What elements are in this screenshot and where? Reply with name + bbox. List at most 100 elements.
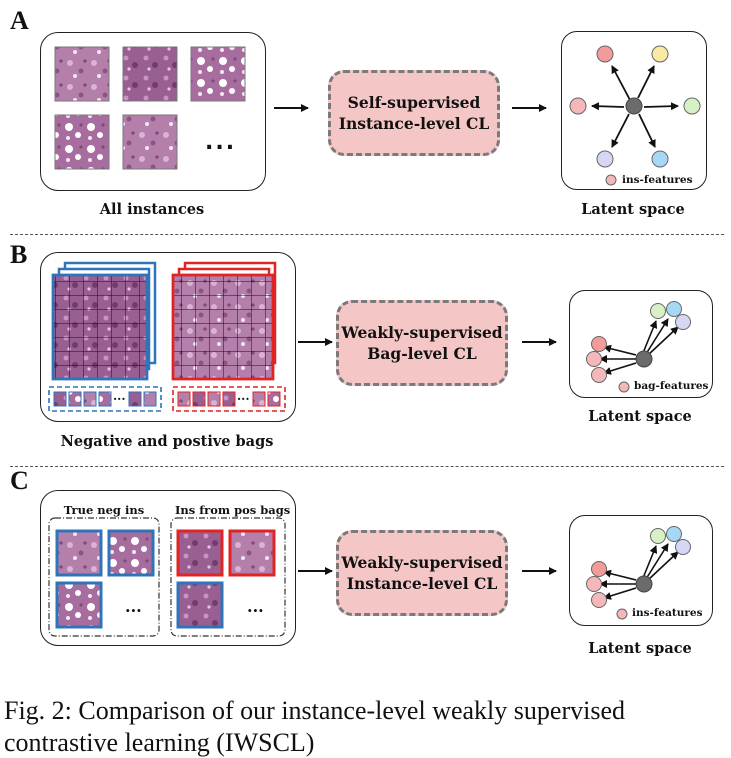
edge	[603, 569, 637, 581]
panel-c-latent-box: ins-features	[569, 515, 713, 626]
node-pink	[586, 351, 602, 367]
panel-b-letter: B	[10, 240, 28, 269]
edge	[591, 102, 625, 111]
panel-a-input-caption: All instances	[99, 201, 205, 218]
ellipsis: ...	[247, 597, 264, 616]
separator	[10, 466, 724, 467]
node-red	[591, 561, 607, 577]
edge	[642, 545, 658, 579]
panel-c-method-box: Weakly-supervised Instance-level CL	[336, 530, 508, 616]
node-blue	[666, 301, 682, 317]
pos-group-label: Ins from pos bags	[175, 503, 291, 517]
edge	[603, 362, 637, 375]
method-line1: Self-supervised	[347, 93, 481, 112]
panel-c-instances-box: True neg ins Ins from pos bags ... ...	[40, 490, 296, 646]
panel-b-bags-box: ... ...	[40, 252, 296, 422]
negative-strip	[48, 386, 162, 412]
edge	[603, 587, 637, 600]
node-center	[635, 575, 653, 593]
node-pink	[586, 576, 602, 592]
node-red	[596, 45, 614, 63]
node-red	[591, 336, 607, 352]
panel-a-letter: A	[10, 6, 29, 35]
instance-tile	[54, 46, 110, 102]
instance-tiles	[54, 46, 246, 170]
legend-label: ins-features	[622, 174, 693, 186]
edge	[647, 326, 679, 356]
latent-graph	[586, 526, 691, 620]
positive-strip	[172, 386, 286, 412]
panel-c-latent-caption: Latent space	[588, 640, 692, 657]
instance-tile	[122, 114, 178, 170]
legend-label: ins-features	[632, 607, 703, 619]
legend-label: bag-features	[634, 380, 709, 392]
panel-a-instances-box: ...	[40, 32, 266, 191]
ellipsis: ...	[113, 389, 126, 403]
node-blue	[666, 526, 682, 542]
method-line2: Instance-level CL	[346, 574, 498, 593]
legend-dot	[616, 608, 628, 620]
separator	[10, 234, 724, 235]
positive-bag-stack	[171, 261, 277, 381]
neg-tile	[55, 529, 103, 577]
arrow-right-icon	[522, 338, 557, 346]
instance-tile	[190, 46, 246, 102]
neg-group	[48, 517, 160, 637]
neg-tile	[55, 581, 103, 629]
edge	[643, 102, 679, 111]
instance-tile	[54, 114, 110, 170]
node-center	[635, 350, 653, 368]
panel-b-latent-caption: Latent space	[588, 408, 692, 425]
arrow-right-icon	[274, 104, 309, 112]
ellipsis: ...	[237, 389, 250, 403]
latent-graph	[586, 301, 691, 393]
legend-dot	[618, 381, 630, 393]
node-yellow	[651, 45, 669, 63]
edge	[642, 320, 658, 354]
neg-tile	[107, 529, 155, 577]
edge	[611, 113, 630, 148]
panel-b-input-caption: Negative and postive bags	[60, 433, 274, 450]
node-lavender	[596, 150, 614, 168]
pos-group	[170, 517, 286, 637]
neg-group-label: True neg ins	[63, 503, 145, 517]
arrow-right-icon	[298, 567, 333, 575]
node-pink	[569, 97, 587, 115]
figure-caption-line1: Fig. 2: Comparison of our instance-level…	[4, 696, 625, 725]
node-green	[650, 303, 666, 319]
legend-dot	[605, 174, 617, 186]
method-line2: Bag-level CL	[367, 344, 477, 363]
node-green	[683, 97, 701, 115]
instance-groups	[48, 517, 286, 637]
ellipsis: ...	[125, 597, 142, 616]
panel-c-letter: C	[10, 466, 29, 495]
node-lavender	[675, 314, 691, 330]
node-pink	[591, 592, 607, 608]
edge	[637, 65, 655, 99]
negative-bag-stack	[51, 261, 157, 381]
edge	[647, 551, 679, 581]
panel-a-latent-caption: Latent space	[581, 201, 685, 218]
pos-tile	[228, 529, 276, 577]
pos-tile	[176, 581, 224, 629]
edge	[638, 113, 656, 148]
node-center	[625, 97, 643, 115]
figure-caption-line2: contrastive learning (IWSCL)	[4, 728, 315, 757]
method-line1: Weakly-supervised	[341, 553, 503, 572]
edge	[645, 318, 669, 355]
latent-graph	[569, 45, 701, 186]
method-line2: Instance-level CL	[338, 114, 490, 133]
node-blue	[651, 150, 669, 168]
node-lavender	[675, 539, 691, 555]
pos-tile	[176, 529, 224, 577]
ellipsis: ...	[205, 130, 237, 155]
method-line1: Weakly-supervised	[341, 323, 503, 342]
edge	[645, 543, 669, 580]
edge	[603, 344, 637, 356]
panel-b-method-box: Weakly-supervised Bag-level CL	[336, 300, 508, 386]
arrow-right-icon	[512, 104, 547, 112]
panel-a-latent-box: ins-features	[561, 31, 707, 190]
node-pink	[591, 367, 607, 383]
arrow-right-icon	[522, 567, 557, 575]
panel-a-method-box: Self-supervised Instance-level CL	[328, 70, 500, 156]
